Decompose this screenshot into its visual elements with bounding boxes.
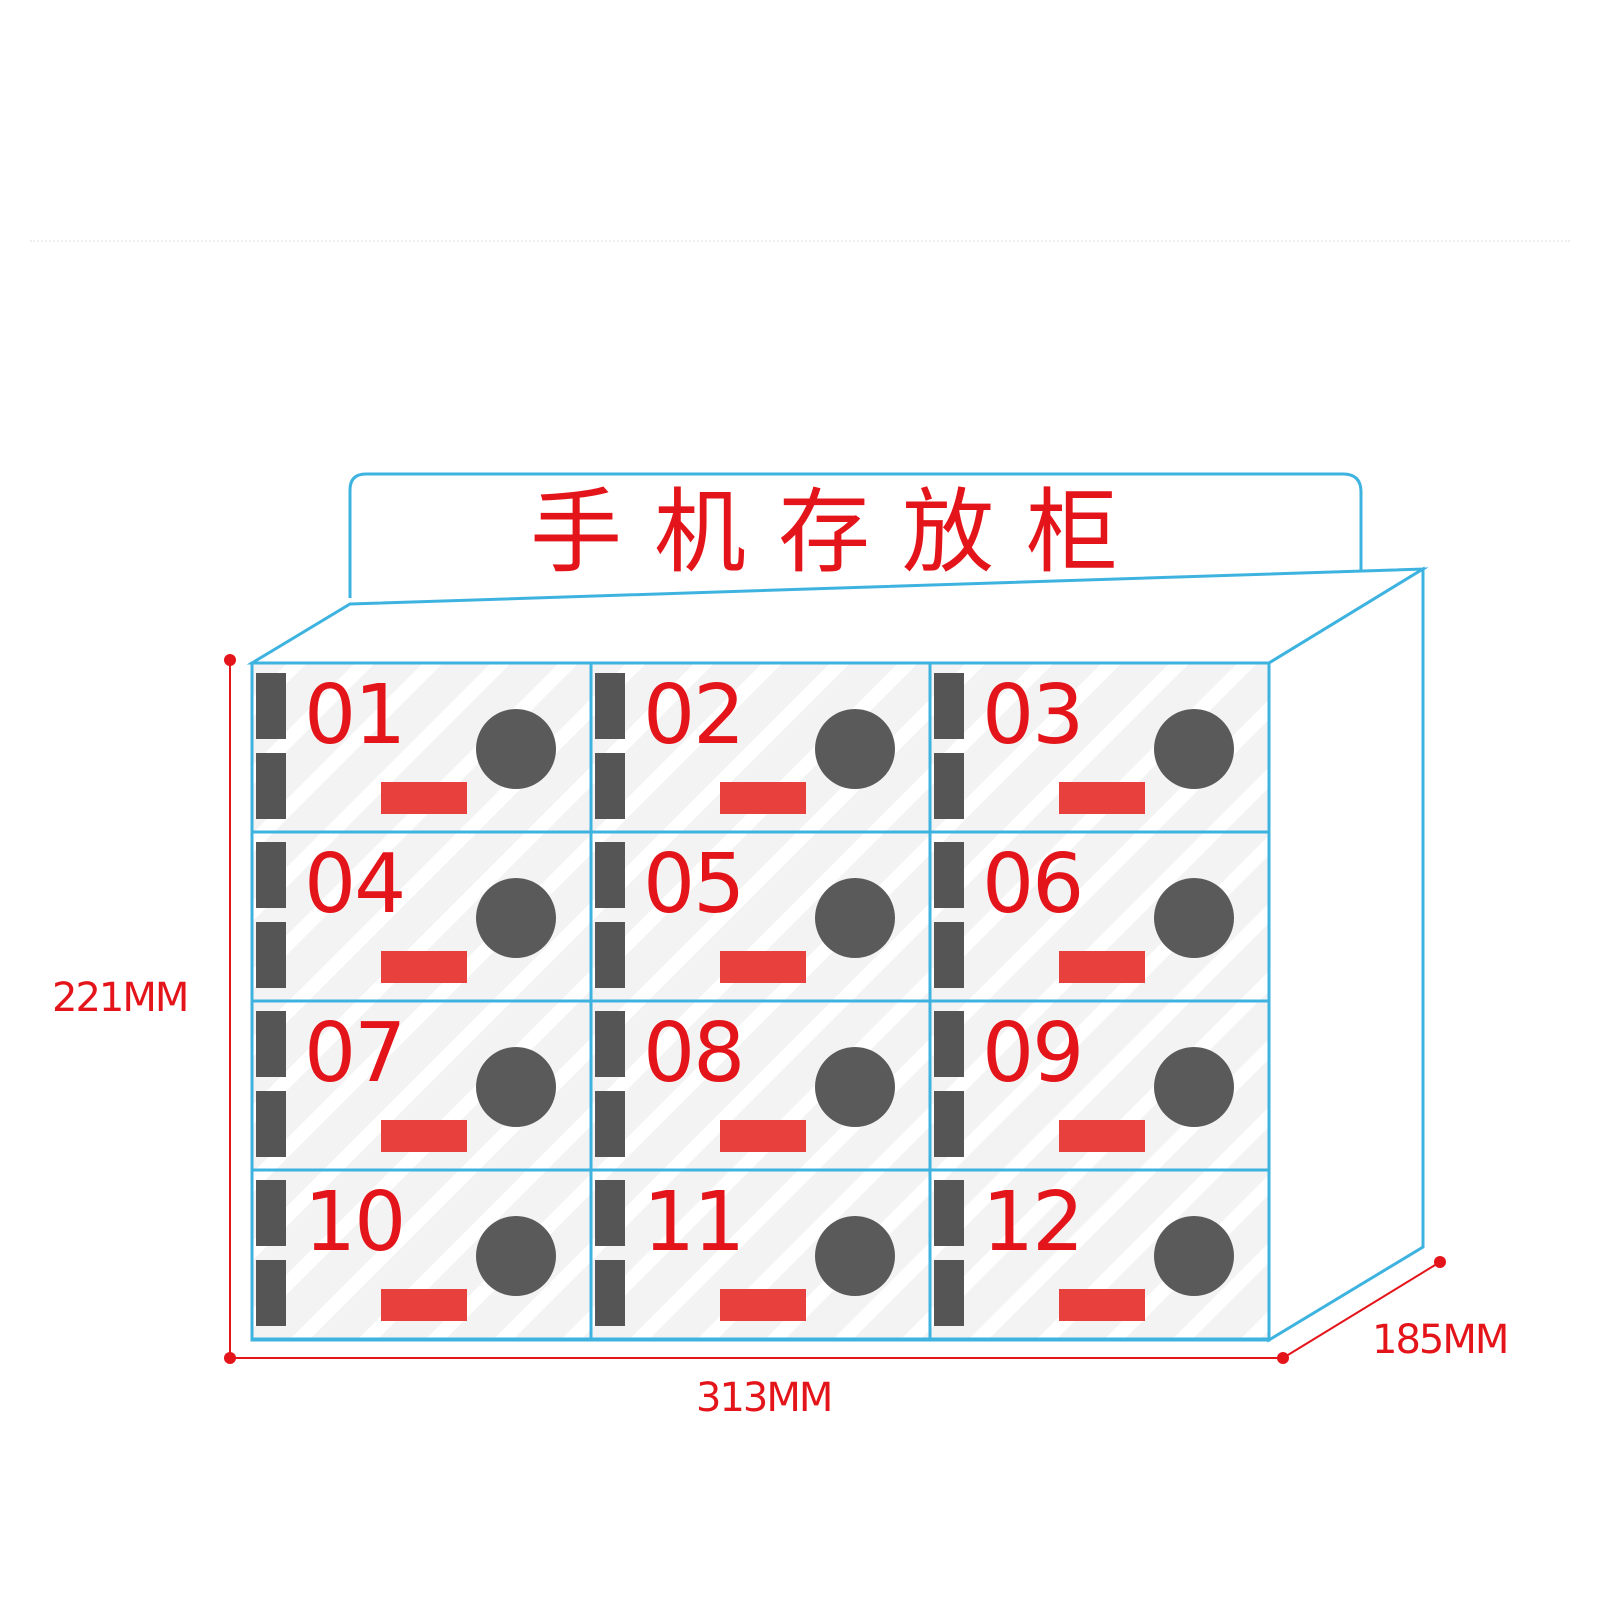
locker-number: 11 xyxy=(643,1175,745,1270)
hinge-icon xyxy=(595,1011,625,1077)
round-knob-icon[interactable] xyxy=(815,1216,895,1296)
hinge-icon xyxy=(934,1011,964,1077)
hinge-icon xyxy=(256,842,286,908)
red-bar-handle-icon[interactable] xyxy=(720,782,806,814)
hinge-icon xyxy=(934,673,964,739)
round-knob-icon[interactable] xyxy=(476,878,556,958)
title-sign-board xyxy=(348,472,1363,598)
hinge-icon xyxy=(256,1091,286,1157)
hinge-icon xyxy=(934,1180,964,1246)
red-bar-handle-icon[interactable] xyxy=(720,951,806,983)
locker-number: 02 xyxy=(643,668,745,763)
red-bar-handle-icon[interactable] xyxy=(381,951,467,983)
hinge-icon xyxy=(256,673,286,739)
round-knob-icon[interactable] xyxy=(1154,709,1234,789)
locker-number: 12 xyxy=(982,1175,1084,1270)
round-knob-icon[interactable] xyxy=(476,1216,556,1296)
locker-cell[interactable] xyxy=(928,1168,1271,1341)
hinge-icon xyxy=(256,1011,286,1077)
locker-cell[interactable] xyxy=(250,999,593,1172)
locker-cell[interactable] xyxy=(589,1168,932,1341)
hinge-icon xyxy=(256,922,286,988)
locker-cell[interactable] xyxy=(589,999,932,1172)
cabinet-title: 手机存放柜 xyxy=(530,479,1151,586)
locker-number: 10 xyxy=(304,1175,406,1270)
locker-number: 09 xyxy=(982,1006,1084,1101)
hinge-icon xyxy=(595,1180,625,1246)
round-knob-icon[interactable] xyxy=(476,709,556,789)
round-knob-icon[interactable] xyxy=(815,1047,895,1127)
red-bar-handle-icon[interactable] xyxy=(1059,782,1145,814)
height-dimension-label: 221MM xyxy=(52,975,189,1021)
locker-cell[interactable] xyxy=(589,830,932,1003)
locker-number: 08 xyxy=(643,1006,745,1101)
round-knob-icon[interactable] xyxy=(815,878,895,958)
locker-cell[interactable] xyxy=(250,661,593,834)
hinge-icon xyxy=(595,922,625,988)
hinge-icon xyxy=(595,1260,625,1326)
red-bar-handle-icon[interactable] xyxy=(381,1120,467,1152)
locker-cell[interactable] xyxy=(589,661,932,834)
red-bar-handle-icon[interactable] xyxy=(381,782,467,814)
red-bar-handle-icon[interactable] xyxy=(1059,1120,1145,1152)
width-dimension-label: 313MM xyxy=(696,1375,833,1421)
hinge-icon xyxy=(934,1091,964,1157)
locker-number: 06 xyxy=(982,837,1084,932)
background-divider xyxy=(30,240,1570,242)
round-knob-icon[interactable] xyxy=(1154,1216,1234,1296)
round-knob-icon[interactable] xyxy=(1154,1047,1234,1127)
red-bar-handle-icon[interactable] xyxy=(381,1289,467,1321)
hinge-icon xyxy=(934,1260,964,1326)
hinge-icon xyxy=(595,753,625,819)
locker-cell[interactable] xyxy=(250,1168,593,1341)
locker-number: 05 xyxy=(643,837,745,932)
hinge-icon xyxy=(934,842,964,908)
hinge-icon xyxy=(256,753,286,819)
hinge-icon xyxy=(256,1260,286,1326)
locker-number: 01 xyxy=(304,668,406,763)
hinge-icon xyxy=(595,1091,625,1157)
red-bar-handle-icon[interactable] xyxy=(720,1289,806,1321)
hinge-icon xyxy=(256,1180,286,1246)
round-knob-icon[interactable] xyxy=(815,709,895,789)
locker-cell[interactable] xyxy=(928,999,1271,1172)
locker-cell[interactable] xyxy=(928,661,1271,834)
hinge-icon xyxy=(595,842,625,908)
red-bar-handle-icon[interactable] xyxy=(1059,951,1145,983)
red-bar-handle-icon[interactable] xyxy=(720,1120,806,1152)
depth-dimension-line xyxy=(1282,1261,1441,1359)
height-dimension-dot-top xyxy=(224,654,236,666)
locker-number: 04 xyxy=(304,837,406,932)
round-knob-icon[interactable] xyxy=(476,1047,556,1127)
locker-cell[interactable] xyxy=(928,830,1271,1003)
dimension-lines xyxy=(224,654,1446,1364)
locker-grid xyxy=(250,661,1271,1341)
red-bar-handle-icon[interactable] xyxy=(1059,1289,1145,1321)
locker-number: 07 xyxy=(304,1006,406,1101)
hinge-icon xyxy=(595,673,625,739)
hinge-icon xyxy=(934,753,964,819)
hinge-icon xyxy=(934,922,964,988)
locker-cell[interactable] xyxy=(250,830,593,1003)
depth-dimension-label: 185MM xyxy=(1372,1317,1509,1363)
round-knob-icon[interactable] xyxy=(1154,878,1234,958)
depth-dimension-dot xyxy=(1434,1256,1446,1268)
cabinet-side-face xyxy=(1267,566,1425,1343)
locker-number: 03 xyxy=(982,668,1084,763)
